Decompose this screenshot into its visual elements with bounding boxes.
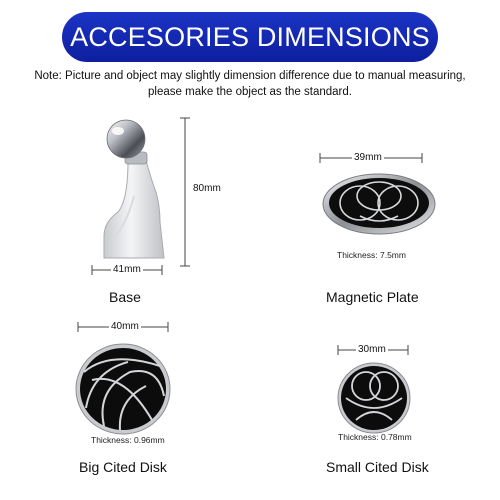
base-width-label: 41mm xyxy=(111,264,143,275)
banner-title: ACCESORIES DIMENSIONS xyxy=(70,21,430,52)
big-disk-thickness: Thickness: 0.96mm xyxy=(91,435,165,445)
note-line-2: please make the object as the standard. xyxy=(148,86,352,98)
base-height-dimension xyxy=(180,117,190,267)
plate-thickness: Thickness: 7.5mm xyxy=(337,250,406,260)
big-disk-caption: Big Cited Disk xyxy=(79,459,167,475)
base-height-label: 80mm xyxy=(193,183,221,194)
magnetic-plate-image xyxy=(322,173,436,235)
small-disk-image xyxy=(337,362,411,434)
small-disk-width-label: 30mm xyxy=(356,344,388,355)
magnetic-plate-caption: Magnetic Plate xyxy=(326,289,419,305)
title-banner: ACCESORIES DIMENSIONS xyxy=(62,12,438,62)
base-holder-image xyxy=(103,119,165,259)
plate-width-label: 39mm xyxy=(352,152,384,163)
measurement-note: Note: Picture and object may slightly di… xyxy=(0,68,500,100)
note-line-1: Note: Picture and object may slightly di… xyxy=(34,70,466,82)
small-disk-thickness: Thickness: 0.78mm xyxy=(338,432,412,442)
big-disk-image xyxy=(75,343,171,435)
base-caption: Base xyxy=(109,289,141,305)
big-disk-width-label: 40mm xyxy=(109,321,141,332)
small-disk-caption: Small Cited Disk xyxy=(326,459,429,475)
